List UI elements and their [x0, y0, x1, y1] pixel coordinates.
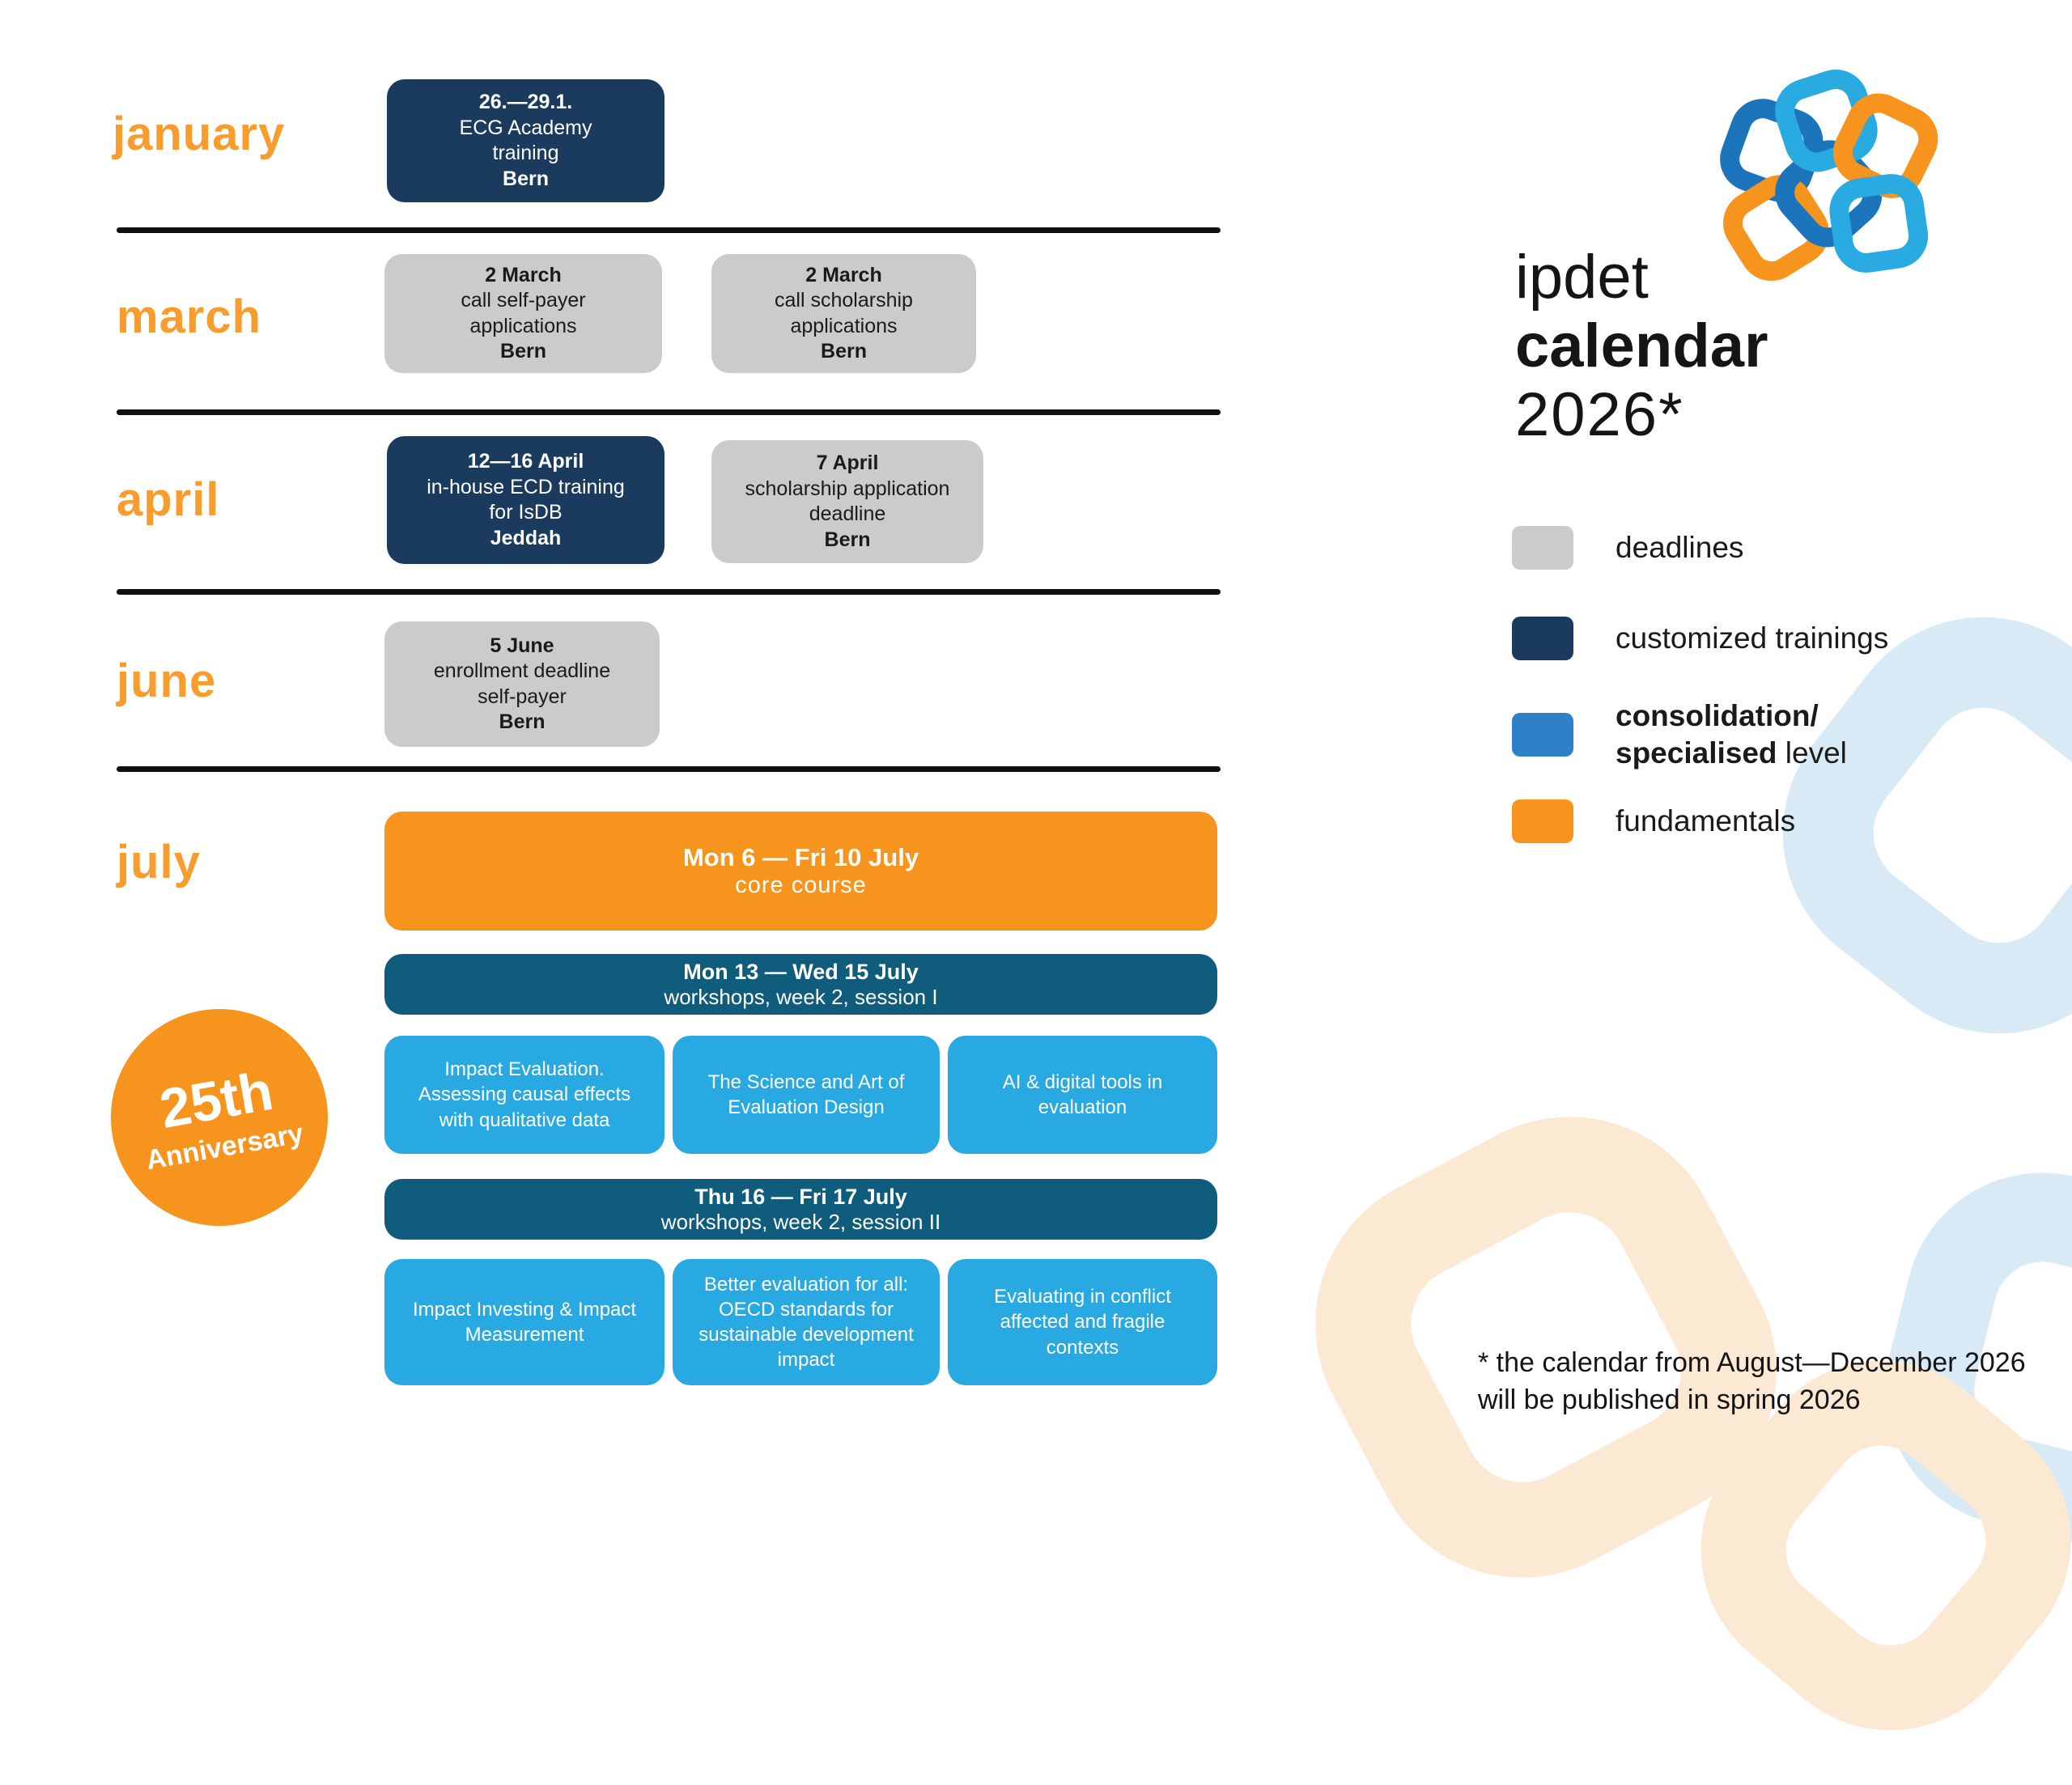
brand-title: ipdet calendar 2026* — [1515, 243, 1768, 449]
event-location: Bern — [503, 167, 549, 190]
month-label-march: march — [117, 290, 262, 343]
event-location: Jeddah — [490, 526, 562, 549]
month-divider — [117, 409, 1221, 415]
event-title: call scholarship applications — [775, 289, 913, 337]
legend-row-deadlines: deadlines — [1512, 526, 1743, 570]
event-title: scholarship application deadline — [745, 477, 950, 526]
workshop-card: Evaluating in conflict affected and frag… — [948, 1259, 1217, 1385]
event-title: in-house ECD training for IsDB — [427, 475, 625, 524]
workshop-card: Impact Investing & Impact Measurement — [384, 1259, 664, 1385]
legend-swatch-customized-trainings — [1512, 617, 1573, 660]
event-date: 7 April — [816, 452, 879, 474]
legend-consolidation-line2-rest: level — [1777, 736, 1847, 770]
legend-swatch-fundamentals — [1512, 799, 1573, 843]
workshop-title: Impact Evaluation. Assessing causal effe… — [418, 1058, 631, 1131]
footnote-line-2: will be published in spring 2026 — [1478, 1384, 1861, 1415]
event-location: Bern — [821, 340, 867, 363]
workshop-card: AI & digital tools in evaluation — [948, 1036, 1217, 1154]
event-date: Mon 6 — Fri 10 July — [682, 843, 919, 871]
workshop-title: The Science and Art of Evaluation Design — [707, 1071, 905, 1118]
event-card-scholarship-deadline: 7 April scholarship application deadline… — [711, 440, 983, 563]
legend-row-customized-trainings: customized trainings — [1512, 617, 1888, 660]
month-label-july: july — [117, 836, 201, 888]
event-card-ecd-training-isdb: 12—16 April in-house ECD training for Is… — [387, 436, 664, 564]
event-card-workshops-session-1: Mon 13 — Wed 15 July workshops, week 2, … — [384, 954, 1217, 1015]
legend-consolidation-line2-bold: specialised — [1616, 736, 1777, 770]
legend-swatch-consolidation — [1512, 713, 1573, 757]
workshop-title: Evaluating in conflict affected and frag… — [994, 1286, 1171, 1359]
month-label-june: june — [117, 655, 217, 707]
event-card-core-course: Mon 6 — Fri 10 July core course — [384, 812, 1217, 931]
legend-label-consolidation: consolidation/specialised level — [1616, 697, 1847, 773]
month-label-january: january — [113, 108, 286, 160]
brand-ipdet: ipdet — [1515, 243, 1649, 312]
legend-label-fundamentals: fundamentals — [1616, 803, 1796, 837]
event-card-enrollment-deadline: 5 June enrollment deadline self-payer Be… — [384, 621, 660, 747]
workshop-title: Impact Investing & Impact Measurement — [412, 1298, 637, 1346]
event-title: ECG Academy training — [459, 116, 592, 165]
event-date: Thu 16 — Fri 17 July — [694, 1184, 907, 1209]
month-divider — [117, 227, 1221, 233]
event-card-call-self-payer: 2 March call self-payer applications Ber… — [384, 254, 662, 373]
workshop-card: The Science and Art of Evaluation Design — [673, 1036, 940, 1154]
event-location: Bern — [824, 528, 871, 551]
workshop-card: Better evaluation for all: OECD standard… — [673, 1259, 940, 1385]
anniversary-badge: 25th Anniversary — [111, 1009, 328, 1226]
event-date: 12—16 April — [467, 450, 584, 473]
month-divider — [117, 589, 1221, 595]
event-date: 26.—29.1. — [478, 91, 573, 113]
event-location: Bern — [499, 710, 546, 733]
event-title: call self-payer applications — [461, 289, 586, 337]
legend-label-customized-trainings: customized trainings — [1616, 621, 1889, 655]
month-label-april: april — [117, 473, 220, 526]
event-title: enrollment deadline self-payer — [433, 659, 611, 708]
event-card-ecg-academy-training: 26.—29.1. ECG Academy training Bern — [387, 79, 664, 202]
event-location: Bern — [500, 340, 546, 363]
event-date: 2 March — [485, 263, 562, 286]
footnote: * the calendar from August—December 2026… — [1478, 1345, 2026, 1419]
event-date: 2 March — [805, 263, 882, 286]
legend-label-deadlines: deadlines — [1616, 530, 1744, 564]
event-title: core course — [735, 872, 867, 898]
brand-calendar: calendar — [1515, 312, 1768, 381]
event-date: 5 June — [490, 634, 554, 657]
ipdet-logo — [1720, 69, 1938, 282]
ipdet-calendar-poster: january 26.—29.1. ECG Academy training B… — [111, 69, 2026, 1419]
event-title: workshops, week 2, session II — [660, 1209, 941, 1234]
brand-year: 2026* — [1515, 380, 1684, 450]
footnote-line-1: * the calendar from August—December 2026 — [1478, 1347, 2026, 1378]
event-title: workshops, week 2, session I — [664, 984, 938, 1009]
event-card-workshops-session-2: Thu 16 — Fri 17 July workshops, week 2, … — [384, 1179, 1217, 1240]
legend-swatch-deadlines — [1512, 526, 1573, 570]
workshop-card: Impact Evaluation. Assessing causal effe… — [384, 1036, 664, 1154]
legend-consolidation-line1: consolidation/ — [1616, 699, 1819, 732]
workshop-title: AI & digital tools in evaluation — [1002, 1071, 1163, 1118]
event-card-call-scholarship: 2 March call scholarship applications Be… — [711, 254, 976, 373]
event-date: Mon 13 — Wed 15 July — [683, 959, 919, 984]
legend-row-consolidation: consolidation/specialised level — [1512, 697, 1847, 773]
month-divider — [117, 766, 1221, 772]
legend-row-fundamentals: fundamentals — [1512, 799, 1795, 843]
workshop-title: Better evaluation for all: OECD standard… — [698, 1273, 914, 1372]
